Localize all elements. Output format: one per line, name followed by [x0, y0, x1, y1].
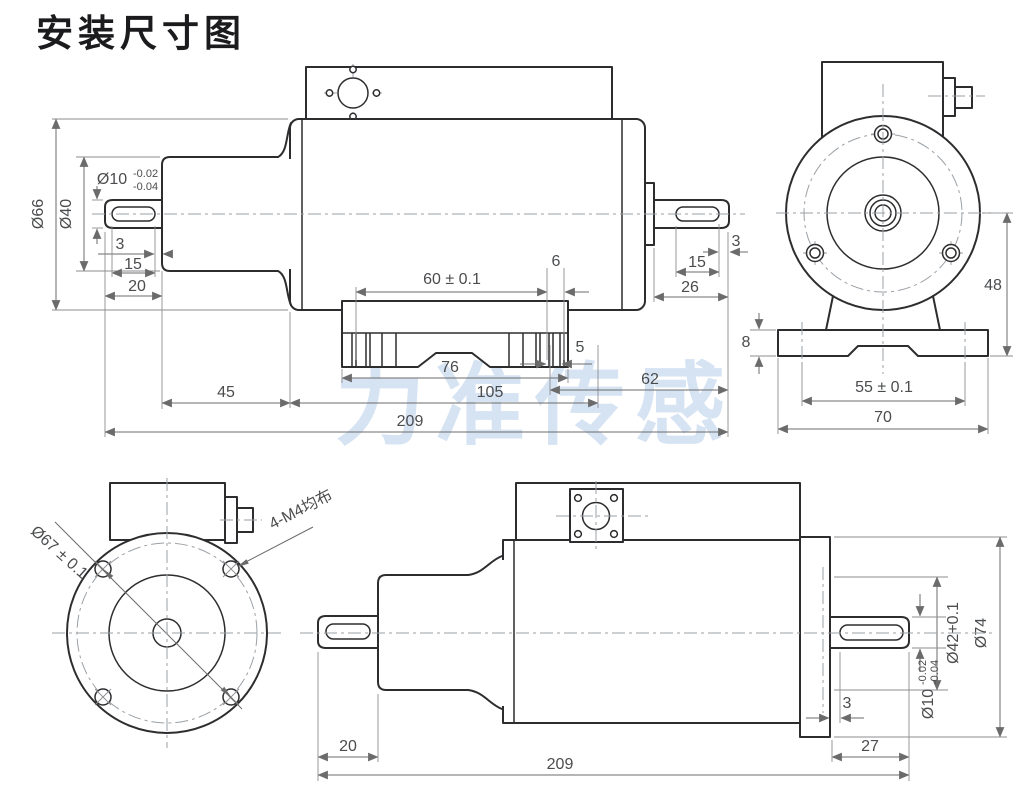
dim-label-key-offset-left: 3: [116, 236, 125, 253]
view-front-left: Ø67 ± 0.1 4-M4均布: [27, 478, 335, 748]
dim-label-key-offset-right: 3: [732, 233, 741, 250]
view-bottom-side: Ø42+0.1 Ø74 Ø10 -0.02 -0.04 3 27 20: [300, 481, 1007, 781]
dim-label-slot-width: 5: [576, 339, 585, 356]
bolt-hole: [941, 243, 961, 263]
dimensions-front-right: 8 48 55 ± 0.1 70: [742, 212, 1013, 434]
pedestal-edge: [825, 295, 834, 331]
dim-label-dia10: Ø10: [97, 171, 127, 188]
dim-label-base-width: 70: [874, 409, 892, 426]
watermark: 力准传感: [335, 356, 735, 456]
dim-label-right-span: 62: [641, 371, 659, 388]
dim-label-key-len-left: 15: [124, 256, 142, 273]
dim-label-slot-top-width: 6: [552, 253, 561, 270]
dim-label-dia66: Ø66: [30, 199, 47, 229]
dim-label-total-len: 209: [397, 413, 424, 430]
dim-label-key-len-right: 15: [688, 254, 706, 271]
mounting-base: [341, 300, 569, 368]
connector-plug: [954, 86, 973, 109]
connector-housing: [515, 482, 801, 541]
connector-circle: [337, 77, 369, 109]
dim-label-step-len: 45: [217, 384, 235, 401]
dim-label-body-span: 105: [477, 384, 504, 401]
dim-label-dia10-lower: -0.04: [929, 660, 941, 685]
dim-label-shaft-len-left: 20: [128, 278, 146, 295]
dim-label-base-len: 76: [441, 359, 459, 376]
dim-label-bolt-circle: Ø67 ± 0.1: [27, 523, 91, 583]
flange-disc: [799, 536, 831, 738]
dimensions-top-side: Ø66 Ø40 Ø10 -0.02 -0.04 3 15 20 60 ± 0.1: [30, 118, 748, 437]
dim-label-center-height: 48: [984, 277, 1002, 294]
pedestal-edge: [932, 295, 941, 331]
bolt-hole: [805, 243, 825, 263]
view-front-right: 8 48 55 ± 0.1 70: [742, 61, 1013, 434]
dim-label-dia10-upper: -0.02: [917, 660, 929, 685]
dim-label-hole-span: 55 ± 0.1: [855, 379, 913, 396]
dim-label-base-thickness: 8: [742, 334, 751, 351]
dim-label-dia10-upper: -0.02: [133, 168, 158, 180]
dim-label-slot-span: 60 ± 0.1: [423, 271, 481, 288]
dim-label-shaft-len-right: 27: [861, 738, 879, 755]
dim-label-shaft-len-left: 20: [339, 738, 357, 755]
dim-label-total-len: 209: [547, 756, 574, 773]
view-top-side: Ø66 Ø40 Ø10 -0.02 -0.04 3 15 20 60 ± 0.1: [30, 64, 748, 437]
dim-label-dia10: Ø10: [920, 689, 937, 719]
dim-label-key-offset: 3: [843, 695, 852, 712]
connector-side: [942, 77, 956, 117]
main-body: [502, 539, 801, 724]
left-keyway: [325, 623, 371, 640]
dim-label-bolt-note: 4-M4均布: [266, 486, 335, 533]
dim-label-shaft-len-right: 26: [681, 279, 699, 296]
page-title: 安装尺寸图: [36, 13, 246, 54]
dim-label-dia40: Ø40: [58, 199, 75, 229]
dim-label-dia10-lower: -0.04: [133, 181, 158, 193]
dimensions-bottom-side: Ø42+0.1 Ø74 Ø10 -0.02 -0.04 3 27 20: [317, 536, 1007, 781]
